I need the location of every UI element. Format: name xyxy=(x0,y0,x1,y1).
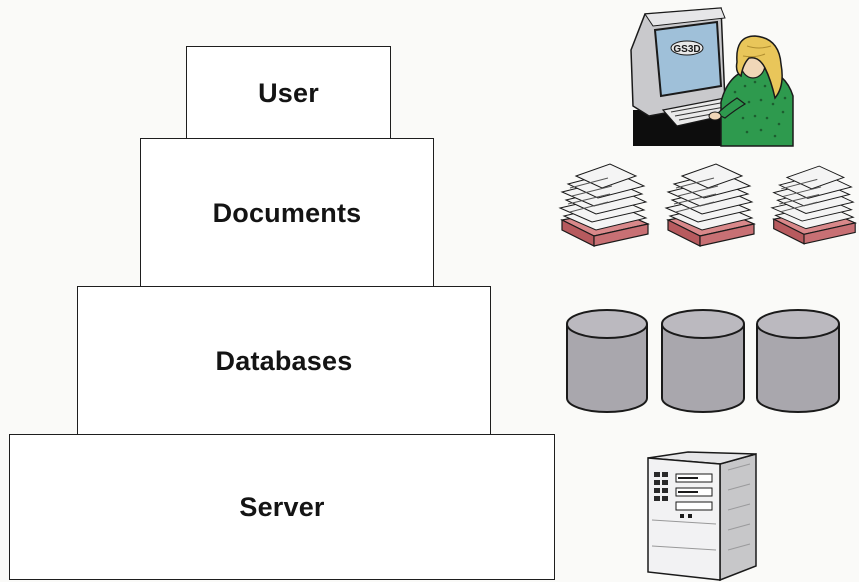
layer-label-user: User xyxy=(258,77,319,108)
paper-stack-icon xyxy=(664,163,756,247)
layer-databases-box: Databases xyxy=(77,286,491,436)
layer-documents-box: Documents xyxy=(140,138,434,288)
paper-stack-icon xyxy=(770,165,858,245)
layer-label-server: Server xyxy=(239,491,325,522)
layer-label-databases: Databases xyxy=(215,345,353,376)
database-cylinder-icon xyxy=(566,309,648,413)
paper-stack-icon xyxy=(558,163,650,247)
database-cylinder-icon xyxy=(756,309,840,413)
database-cylinder-icon xyxy=(661,309,745,413)
layer-label-documents: Documents xyxy=(212,197,362,228)
computer-user-icon: GS3D xyxy=(630,7,794,147)
layer-server-box: Server xyxy=(9,434,555,580)
server-tower-icon xyxy=(647,451,757,582)
layer-user-box: User xyxy=(186,46,391,140)
screen-text: GS3D xyxy=(673,44,700,55)
